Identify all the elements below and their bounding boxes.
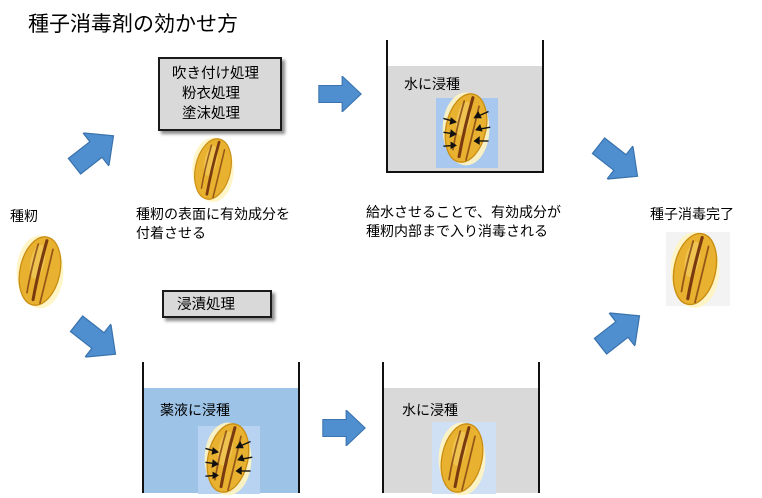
water-tank-upper: 水に浸種	[386, 40, 544, 173]
coating-line-1: 吹き付け処理	[172, 66, 259, 82]
water-note-line-1: 給水させることで、有効成分が	[366, 205, 562, 221]
water-tank-label-lower: 水に浸種	[402, 403, 458, 419]
rice-seed-icon	[14, 232, 66, 310]
coating-process-box: 吹き付け処理 粉衣処理 塗沫処理	[158, 57, 282, 131]
inward-arrows-icon	[440, 88, 492, 168]
soaking-process-box: 浸漬処理	[162, 290, 272, 318]
water-note-line-2: 種籾内部まで入り消毒される	[366, 224, 548, 240]
soaked-seed-icon	[436, 418, 488, 498]
coated-seed-icon	[190, 133, 236, 205]
disinfected-seed-icon	[668, 228, 722, 310]
coating-line-3: 塗沫処理	[182, 106, 240, 122]
coating-note-line-2: 付着させる	[136, 226, 206, 242]
arrow-right-icon	[318, 76, 362, 112]
arrow-right-icon	[322, 410, 366, 446]
arrow-down-right-icon	[585, 128, 652, 193]
result-label: 種子消毒完了	[650, 207, 734, 223]
water-tank-label-upper: 水に浸種	[404, 77, 460, 93]
inward-arrows-icon	[202, 418, 254, 498]
arrow-up-right-icon	[587, 298, 654, 363]
arrow-down-right-icon	[63, 306, 130, 371]
chemical-tank: 薬液に浸種	[142, 362, 300, 493]
water-tank-lower: 水に浸種	[382, 362, 540, 493]
soaking-label: 浸漬処理	[177, 297, 235, 313]
coating-line-2: 粉衣処理	[182, 86, 240, 102]
seed-label: 種籾	[10, 209, 38, 225]
page-title: 種子消毒剤の効かせ方	[28, 12, 238, 36]
arrow-up-right-icon	[61, 118, 128, 183]
coating-note-line-1: 種籾の表面に有効成分を	[136, 207, 290, 223]
chemical-tank-label: 薬液に浸種	[160, 403, 230, 419]
